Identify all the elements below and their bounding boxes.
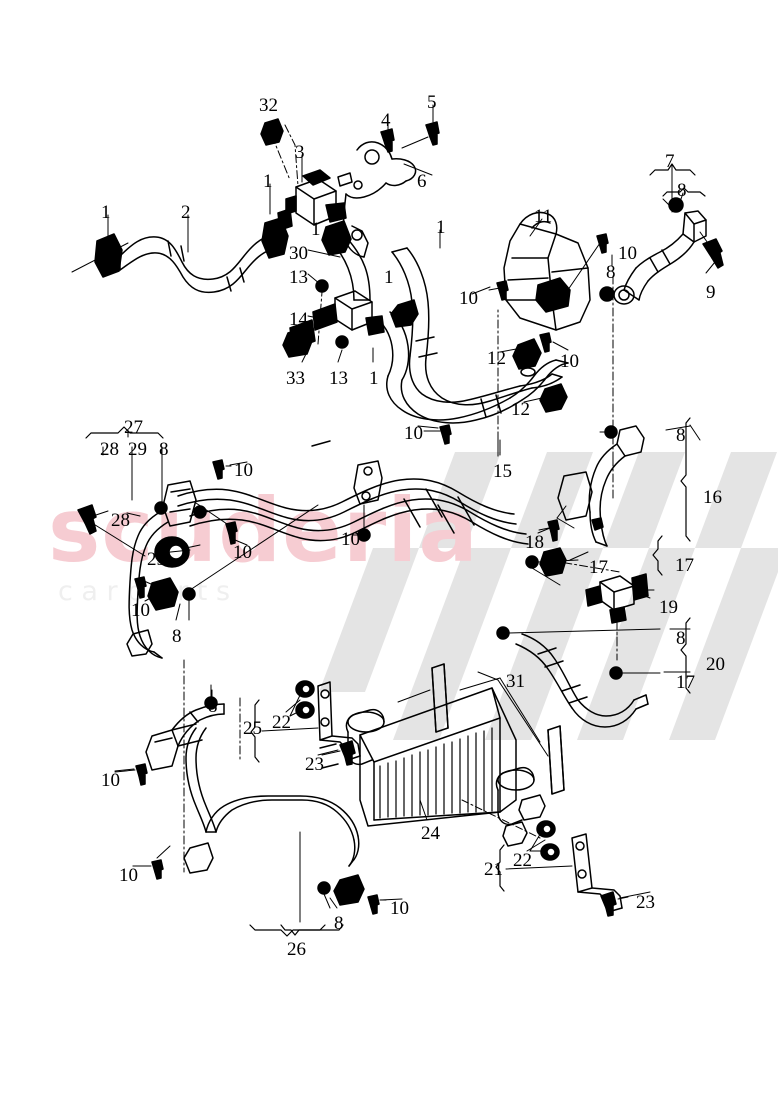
- screw-10-pipe-b: [225, 521, 238, 545]
- mount-pad-31-a: [431, 663, 449, 733]
- screw-10-left: [134, 576, 147, 599]
- callout-number: 29: [128, 439, 147, 460]
- callout-number: 32: [259, 95, 278, 116]
- callout-number: 22: [513, 850, 532, 871]
- clamp-12-lower: [539, 383, 568, 413]
- cap-33: [282, 326, 313, 358]
- bracket-6: [337, 121, 440, 258]
- pipe-26: [114, 684, 387, 936]
- callout-number: 14: [289, 309, 308, 330]
- callout-number: 16: [703, 487, 722, 508]
- screw-10-br2: [151, 859, 164, 880]
- callout-number: 23: [305, 754, 324, 775]
- screw-10-hose15: [439, 424, 452, 445]
- screw-5: [425, 121, 440, 146]
- callout-number: 8: [159, 439, 169, 460]
- screw-10-b: [596, 233, 609, 254]
- callout-number: 17: [676, 672, 695, 693]
- screw-18: [547, 519, 560, 542]
- callout-number: 1: [263, 171, 273, 192]
- screw-23-upper: [339, 740, 356, 766]
- callout-number: 13: [329, 368, 348, 389]
- callout-number: 10: [131, 600, 150, 621]
- screw-10-a: [496, 280, 509, 301]
- screw-10-c: [539, 332, 552, 353]
- callout-number: 25: [243, 718, 262, 739]
- callout-number: 1: [369, 368, 379, 389]
- bracket-25: [250, 680, 361, 766]
- callout-number: 28: [111, 510, 130, 531]
- callout-number: 10: [233, 542, 252, 563]
- clamp-1-left: [71, 233, 129, 278]
- callout-number: 15: [493, 461, 512, 482]
- callout-number: 2: [181, 202, 191, 223]
- callout-number: 10: [119, 865, 138, 886]
- callout-number: 1: [101, 202, 111, 223]
- callout-number: 18: [525, 532, 544, 553]
- mount-pad-31-b: [547, 725, 565, 795]
- hose-2-assembly: [71, 217, 289, 294]
- callout-number: 7: [665, 151, 675, 172]
- callout-number: 6: [417, 171, 427, 192]
- nut-32: [260, 118, 284, 146]
- callout-number: 3: [295, 142, 305, 163]
- callout-number: 10: [459, 288, 478, 309]
- callout-number: 1: [436, 217, 446, 238]
- pipe-7: [623, 197, 724, 301]
- callout-number: 8: [172, 626, 182, 647]
- callout-number: 29: [147, 549, 166, 570]
- callout-number: 30: [289, 243, 308, 264]
- screw-28: [77, 504, 97, 535]
- callout-number: 22: [272, 712, 291, 733]
- callout-number: 21: [484, 859, 503, 880]
- callout-number: 10: [234, 460, 253, 481]
- callout-number: 8: [676, 425, 686, 446]
- callout-number: 28: [100, 439, 119, 460]
- callout-number: 1: [384, 267, 394, 288]
- callout-number: 5: [427, 92, 437, 113]
- callout-number: 12: [487, 348, 506, 369]
- screw-10-pipe-a: [212, 459, 225, 480]
- callout-number: 8: [677, 180, 687, 201]
- callout-number: 11: [534, 206, 553, 227]
- callout-number: 31: [506, 671, 525, 692]
- callout-number: 4: [381, 110, 391, 131]
- callout-number: 8: [606, 262, 616, 283]
- callout-number: 1: [311, 219, 321, 240]
- callout-number: 17: [589, 557, 608, 578]
- valve-3: [277, 169, 347, 231]
- callout-number: 10: [560, 351, 579, 372]
- clamp-12-upper: [512, 338, 542, 377]
- callout-number: 27: [124, 417, 143, 438]
- screw-10-br1: [135, 763, 148, 786]
- pipe-28-29: [77, 504, 319, 659]
- hose-15: [311, 247, 569, 457]
- callout-number: 12: [511, 399, 530, 420]
- housing-11: [488, 211, 635, 353]
- callout-number: 10: [341, 529, 360, 550]
- callout-number: 10: [101, 770, 120, 791]
- screw-23-lower: [600, 891, 617, 917]
- callout-number: 8: [334, 913, 344, 934]
- callout-number: 9: [706, 282, 716, 303]
- callout-number: 24: [421, 823, 440, 844]
- callout-number: 33: [286, 368, 305, 389]
- bracket-21: [461, 799, 629, 917]
- callout-number: 10: [390, 898, 409, 919]
- callout-number: 20: [706, 654, 725, 675]
- valve-19: [585, 573, 655, 645]
- pipe-16: [525, 425, 645, 586]
- callout-number: 8: [208, 696, 218, 717]
- callout-number: 23: [636, 892, 655, 913]
- callout-number: 26: [287, 939, 306, 960]
- callout-number: 8: [676, 628, 686, 649]
- callout-number: 17: [675, 555, 694, 576]
- callout-number: 10: [618, 243, 637, 264]
- callout-number: 19: [659, 597, 678, 618]
- screw-9: [702, 238, 724, 269]
- callout-number: 10: [404, 423, 423, 444]
- callout-number: 13: [289, 267, 308, 288]
- screw-10-pipe26: [367, 894, 380, 915]
